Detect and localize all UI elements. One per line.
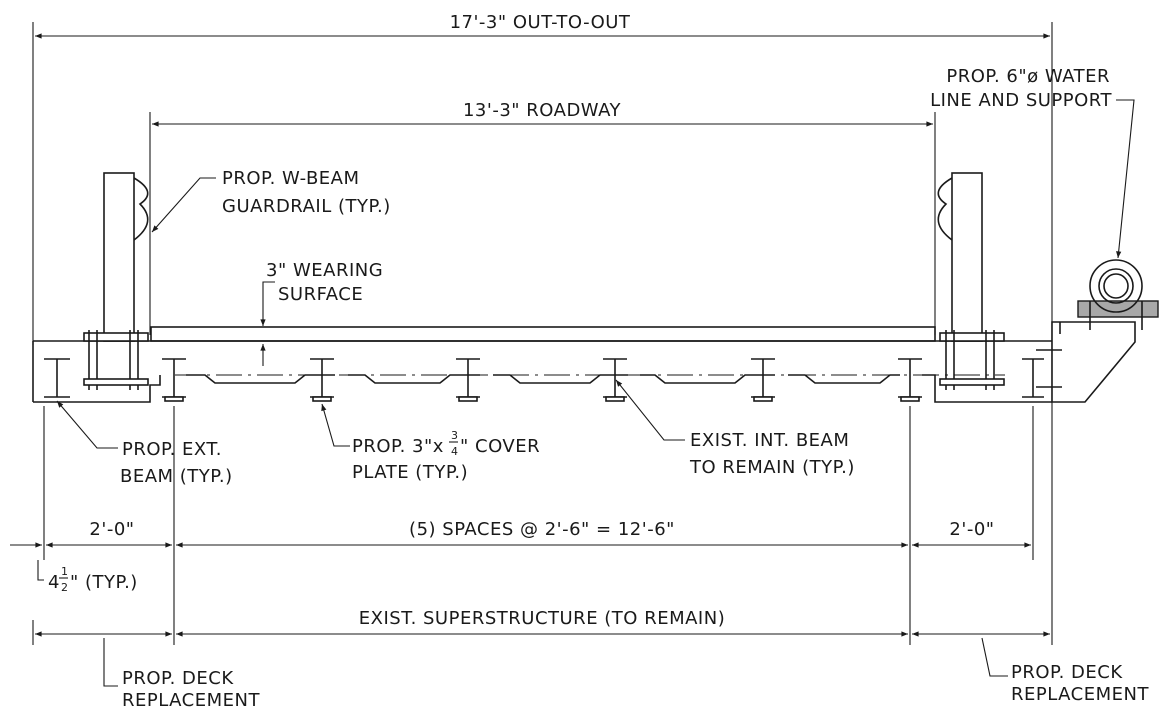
roadway-label: 13'-3" ROADWAY xyxy=(463,100,622,121)
water-line-callout: PROP. 6"ø WATER LINE AND SUPPORT xyxy=(930,66,1135,259)
ext-beam-label-2: BEAM (TYP.) xyxy=(120,466,233,487)
ext-beam-label-1: PROP. EXT. xyxy=(122,439,222,460)
beam-spaces-label: (5) SPACES @ 2'-6" = 12'-6" xyxy=(409,519,675,540)
cover-plate-label-2: PLATE (TYP.) xyxy=(352,462,468,483)
offset-frac-den: 2 xyxy=(61,581,68,594)
wearing-label-2: SURFACE xyxy=(278,284,363,305)
offset-suffix: " (TYP.) xyxy=(70,572,138,593)
deck-left-label-2: REPLACEMENT xyxy=(122,690,260,711)
existing-superstructure-label: EXIST. SUPERSTRUCTURE (TO REMAIN) xyxy=(359,608,725,629)
guardrail-label-2: GUARDRAIL (TYP.) xyxy=(222,196,391,217)
beams xyxy=(44,358,1044,402)
superstructure-dimension: EXIST. SUPERSTRUCTURE (TO REMAIN) xyxy=(32,608,1050,645)
beam-spacing-dimension: 2'-0" (5) SPACES @ 2'-6" = 12'-6" 2'-0" … xyxy=(10,406,1034,645)
cover-plate-frac-den: 4 xyxy=(451,445,458,458)
wearing-surface-callout: 3" WEARING SURFACE xyxy=(260,260,383,366)
int-beam-callout: EXIST. INT. BEAM TO REMAIN (TYP.) xyxy=(615,379,855,478)
left-guardrail xyxy=(83,172,149,390)
water-line-label-1: PROP. 6"ø WATER xyxy=(946,66,1110,87)
right-guardrail xyxy=(937,172,1005,390)
cover-plate-label-1b: " COVER xyxy=(460,436,540,457)
int-beam-label-1: EXIST. INT. BEAM xyxy=(690,430,849,451)
guardrail-callout: PROP. W-BEAM GUARDRAIL (TYP.) xyxy=(151,168,391,233)
deck-right-label-2: REPLACEMENT xyxy=(1011,684,1149,705)
wearing-label-1: 3" WEARING xyxy=(266,260,383,281)
ext-beam-callout: PROP. EXT. BEAM (TYP.) xyxy=(56,400,233,487)
cover-plate-frac-num: 3 xyxy=(451,429,458,442)
water-line-label-2: LINE AND SUPPORT xyxy=(930,90,1112,111)
out-to-out-label: 17'-3" OUT-TO-OUT xyxy=(450,12,631,33)
deck-left-label-1: PROP. DECK xyxy=(122,668,234,689)
water-line-support xyxy=(1036,259,1159,403)
int-beam-label-2: TO REMAIN (TYP.) xyxy=(689,457,855,478)
offset-whole: 4 xyxy=(48,572,60,593)
deck-replacement-left-callout: PROP. DECK REPLACEMENT xyxy=(103,638,260,711)
left-spacing-label: 2'-0" xyxy=(89,519,134,540)
roadway-dimension: 13'-3" ROADWAY xyxy=(149,100,936,335)
cover-plate-label-1a: PROP. 3"x xyxy=(352,436,444,457)
deck-right-label-1: PROP. DECK xyxy=(1011,662,1123,683)
right-spacing-label: 2'-0" xyxy=(949,519,994,540)
guardrail-label-1: PROP. W-BEAM xyxy=(222,168,360,189)
deck-slab xyxy=(32,326,1052,403)
offset-frac-num: 1 xyxy=(61,565,68,578)
deck-replacement-right-callout: PROP. DECK REPLACEMENT xyxy=(981,637,1149,705)
cover-plate-callout: PROP. 3"x 3 4 " COVER PLATE (TYP.) xyxy=(321,403,540,483)
out-to-out-dimension: 17'-3" OUT-TO-OUT xyxy=(32,12,1053,645)
